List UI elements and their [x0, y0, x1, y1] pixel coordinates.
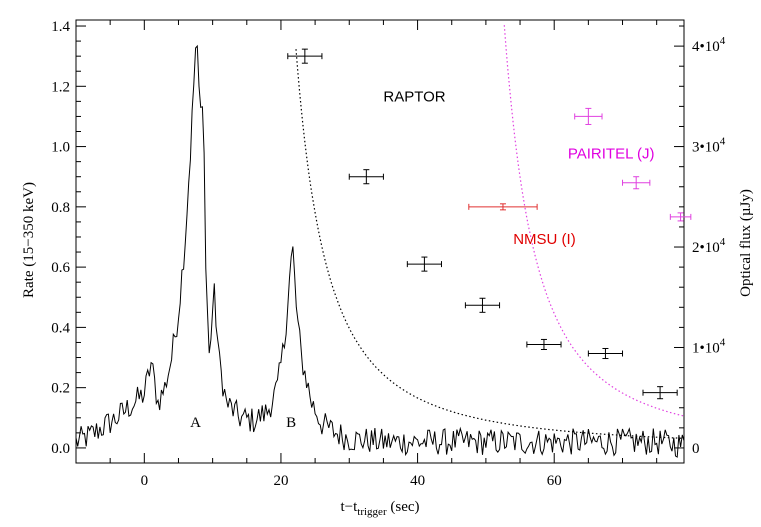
data-point — [642, 386, 678, 400]
y-right-tick-label: 0 — [692, 441, 700, 457]
plot-frame — [75, 19, 685, 464]
data-point — [669, 212, 692, 222]
series-label: NMSU (I) — [513, 231, 576, 248]
x-axis-ticks: 0 20 40 60 — [75, 20, 658, 489]
x-tick-label: 20 — [273, 473, 288, 489]
y-right-tick-exponent: 4 — [720, 236, 726, 248]
decay-fits — [295, 25, 684, 439]
y-right-tick-exponent: 4 — [720, 35, 726, 47]
data-point — [526, 338, 562, 350]
y-left-tick-label: 0.8 — [51, 200, 70, 216]
series-label: RAPTOR — [383, 88, 445, 105]
decay-fit-line — [503, 25, 684, 417]
y-right-tick-label: 1•104 — [692, 336, 726, 356]
data-point — [587, 347, 624, 360]
series-labels: RAPTOR PAIRITEL (J) NMSU (I) — [383, 88, 654, 248]
y-left-tick-label: 1.0 — [51, 140, 70, 156]
peak-label: A — [190, 415, 201, 431]
y-left-axis-title: Rate (15−350 keV) — [21, 182, 37, 298]
y-left-tick-label: 0.4 — [51, 320, 70, 336]
y-right-axis-ticks: 0 1•104 2•104 3•104 4•104 — [674, 25, 726, 457]
data-point — [406, 256, 442, 272]
x-tick-label: 0 — [141, 473, 149, 489]
data-point — [468, 203, 538, 211]
peak-label: B — [286, 415, 296, 431]
x-tick-label: 60 — [547, 473, 562, 489]
y-left-tick-label: 1.2 — [51, 79, 70, 95]
bat-lightcurve — [75, 44, 685, 458]
data-point — [464, 297, 501, 313]
y-left-tick-label: 0.6 — [51, 260, 70, 276]
series-label: PAIRITEL (J) — [568, 146, 655, 163]
y-right-tick-label: 3•104 — [692, 136, 726, 156]
bat-lightcurve-line — [75, 44, 685, 458]
x-axis-title-unit: (sec) — [387, 499, 420, 515]
data-point — [574, 107, 603, 125]
x-axis-title-subscript: trigger — [357, 506, 387, 518]
y-right-tick-exponent: 4 — [720, 136, 726, 148]
data-point — [348, 169, 384, 185]
y-left-tick-label: 0.2 — [51, 381, 70, 397]
optical-points — [287, 48, 692, 400]
y-right-tick-label: 2•104 — [692, 236, 726, 256]
y-right-tick-exponent: 4 — [720, 336, 726, 348]
y-right-axis-title: Optical flux (µJy) — [738, 189, 754, 297]
y-left-axis-ticks: 0.0 0.2 0.4 0.6 0.8 1.0 1.2 1.4 — [51, 19, 86, 464]
data-point — [287, 48, 323, 64]
decay-fit-line — [295, 49, 684, 439]
x-tick-label: 40 — [410, 473, 425, 489]
y-right-tick-label: 4•104 — [692, 35, 726, 55]
x-axis-title-main: t−t — [340, 499, 358, 515]
x-axis-title: t−ttrigger (sec) — [340, 499, 419, 518]
y-left-tick-label: 1.4 — [51, 19, 70, 35]
data-point — [622, 176, 651, 190]
y-left-tick-label: 0.0 — [51, 441, 70, 457]
